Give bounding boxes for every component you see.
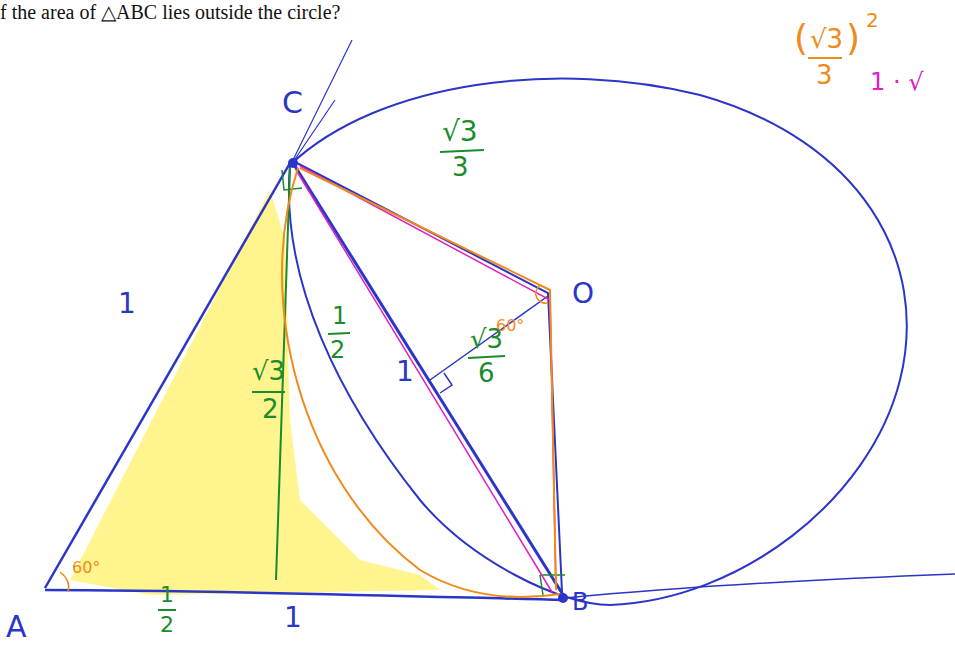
circle	[289, 79, 907, 605]
angle-label: 60°	[496, 318, 524, 334]
fraction-part: 1	[160, 584, 174, 606]
angle-label: 60°	[72, 560, 100, 576]
fraction-part: √3	[442, 118, 478, 146]
expression-part: 3	[816, 62, 833, 88]
right-angle-mark	[440, 373, 452, 393]
fraction-part: 1	[332, 304, 347, 328]
point	[558, 593, 568, 603]
side-length: 1	[284, 604, 302, 632]
fraction-part: √3	[252, 358, 285, 384]
fraction-part: 3	[452, 154, 469, 180]
angle-arc	[536, 285, 548, 303]
fraction-bar	[252, 391, 285, 393]
fraction-part: 2	[330, 338, 345, 362]
fraction-part: 2	[160, 614, 174, 636]
point-label: C	[282, 88, 303, 118]
point-label: B	[572, 590, 588, 614]
point-label: A	[6, 612, 27, 642]
expression-part: (	[794, 20, 808, 56]
fraction-bar	[440, 150, 484, 152]
expression-part: 2	[866, 10, 879, 30]
fraction-bar	[328, 333, 350, 334]
fraction-bar	[158, 609, 176, 611]
fraction-bar	[808, 57, 842, 59]
expression-part: )	[846, 20, 860, 56]
expression-part: 1 · √	[870, 70, 923, 94]
fraction-part: 6	[478, 360, 495, 386]
side-length: 1	[396, 358, 414, 386]
side-cb	[293, 163, 565, 598]
side-ac	[45, 163, 290, 588]
point	[288, 158, 298, 168]
fraction-part: 2	[262, 396, 279, 422]
orange-outline	[282, 168, 560, 597]
point-label: O	[572, 280, 594, 308]
tangent-line	[565, 574, 955, 598]
fraction-bar	[468, 356, 505, 358]
problem-text: f the area of △ABC lies outside the circ…	[0, 2, 340, 22]
radius	[295, 162, 562, 592]
angle-arc	[60, 572, 69, 592]
shaded-region	[70, 190, 440, 595]
side-length: 1	[118, 290, 136, 318]
expression-part: √3	[810, 26, 843, 52]
